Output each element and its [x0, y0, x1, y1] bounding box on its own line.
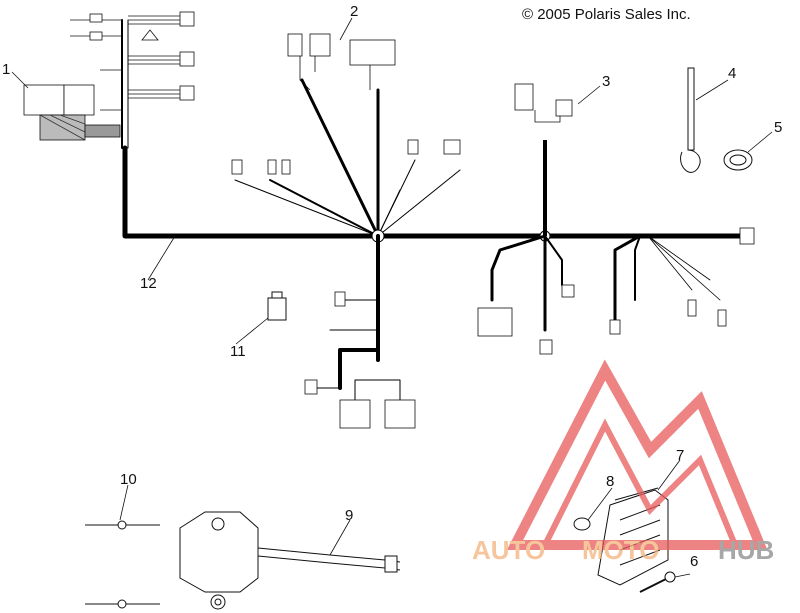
- main-harness: [121, 19, 743, 239]
- callout-10: 10: [120, 471, 137, 488]
- clamp: [723, 149, 753, 171]
- callout-6: 6: [690, 553, 698, 570]
- watermark-text-hub: HUB: [718, 535, 774, 565]
- small-connectors: [231, 139, 461, 175]
- fuse-box-area: [287, 33, 396, 91]
- callout-12: 12: [140, 275, 157, 292]
- callout-11: 11: [230, 343, 246, 360]
- left-handlebar-switch: [23, 84, 121, 141]
- right-connectors: [477, 227, 755, 355]
- relay: [267, 291, 287, 321]
- cable-tie: [680, 67, 701, 173]
- key-switch-area: [514, 83, 573, 236]
- fasteners: [85, 520, 160, 609]
- left-connectors: [89, 11, 195, 101]
- lower-branch: [314, 234, 401, 401]
- copyright-notice: © 2005 Polaris Sales Inc.: [522, 6, 691, 23]
- callout-labels: 1 2 3 4 5 6 7 8 9 10 11 12: [2, 3, 782, 570]
- callout-3: 3: [602, 73, 610, 90]
- leader-lines: [11, 17, 773, 578]
- grommet: [573, 517, 591, 531]
- ecu-connectors: [304, 291, 416, 429]
- watermark-text-auto: AUTO: [472, 535, 545, 565]
- right-branches: [490, 234, 721, 332]
- callout-2: 2: [350, 3, 358, 20]
- branch-wires-top: [234, 78, 461, 238]
- callout-4: 4: [728, 65, 736, 82]
- ignition-coil: [597, 487, 669, 586]
- callout-7: 7: [676, 447, 684, 464]
- callout-8: 8: [606, 473, 614, 490]
- watermark-text-moto: MOTO: [582, 535, 660, 565]
- screw: [639, 571, 676, 593]
- callout-1: 1: [2, 61, 10, 78]
- watermark-logo: AUTO MOTO HUB: [472, 359, 774, 565]
- callout-5: 5: [774, 119, 782, 136]
- callout-9: 9: [345, 507, 353, 524]
- cdi-module: [179, 511, 401, 610]
